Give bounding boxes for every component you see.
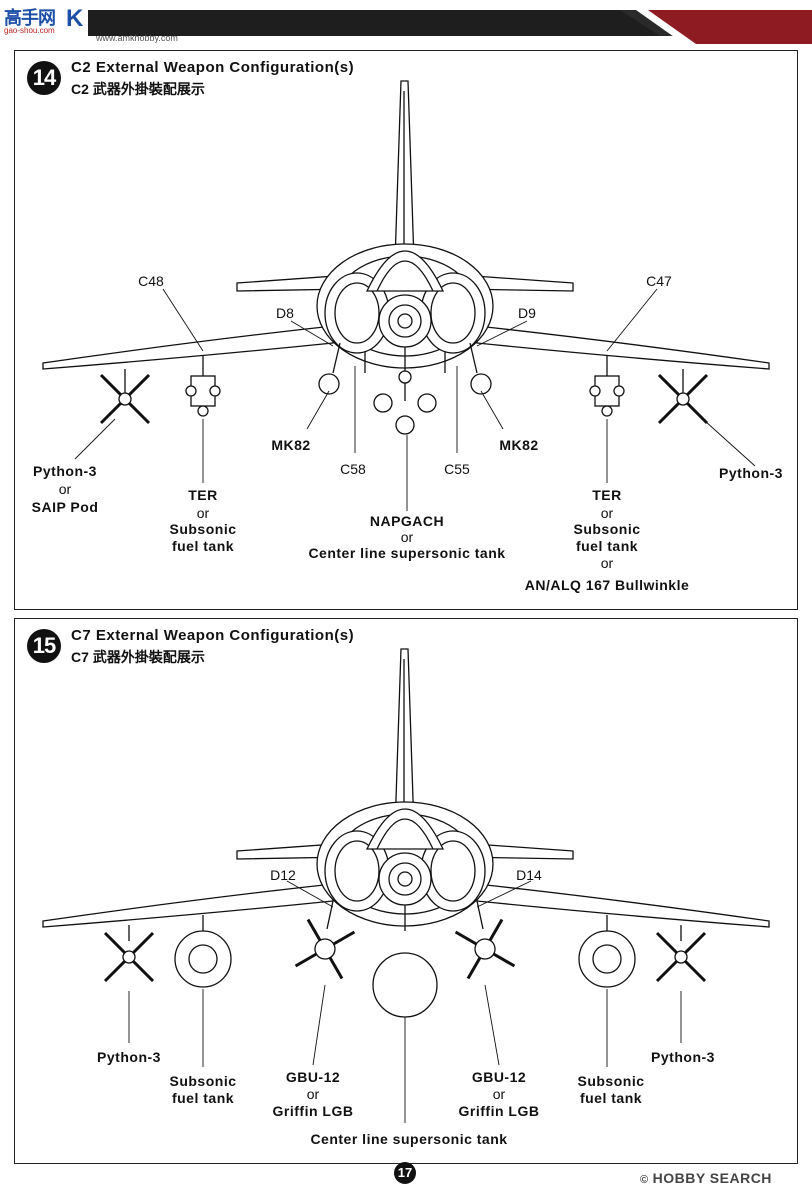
label-or-right-15: or	[492, 1086, 506, 1102]
label-subsonic-left-15-1: Subsonic	[169, 1073, 237, 1089]
label-python-left: Python-3	[33, 463, 97, 479]
step-14-title-cn-text: 武器外掛裝配展示	[92, 81, 205, 97]
watermark-mark: ©	[640, 1174, 649, 1186]
logo-url: gao-shou.com	[4, 26, 55, 35]
site-logo: 高手网 gao-shou.com K	[4, 4, 94, 38]
label-c48: C48	[138, 273, 164, 289]
step-14-title: C2 External Weapon Configuration(s)	[71, 59, 355, 76]
label-or-1: or	[58, 481, 72, 497]
label-python-right-15: Python-3	[651, 1049, 715, 1065]
label-d14: D14	[516, 867, 542, 883]
label-griffin-right: Griffin LGB	[458, 1103, 540, 1119]
page-number: 17	[394, 1162, 416, 1184]
jet-front-view-c2	[42, 80, 770, 511]
step-14-panel: 14 C2 External Weapon Configuration(s) C…	[14, 50, 798, 610]
header-accent-stripes	[620, 10, 812, 44]
label-an-alq-167: AN/ALQ 167 Bullwinkle	[524, 577, 690, 593]
label-gbu12-right: GBU-12	[471, 1069, 527, 1085]
step-14-title-cn-prefix: C2	[71, 81, 89, 97]
watermark: ©HOBBY SEARCH	[640, 1170, 772, 1186]
jet-front-view-c7	[42, 648, 770, 1123]
logo-k: K	[66, 5, 84, 32]
label-subsonic-left-1: Subsonic	[169, 521, 237, 537]
site-url: www.amkhobby.com	[96, 33, 178, 43]
label-subsonic-right-2: fuel tank	[575, 538, 639, 554]
step-15-title-cn-prefix: C7	[71, 649, 89, 665]
label-subsonic-right-15-1: Subsonic	[577, 1073, 645, 1089]
label-python-right: Python-3	[719, 465, 783, 481]
label-or-4: or	[600, 505, 614, 521]
page-header: 高手网 gao-shou.com K www.amkhobby.com	[0, 0, 812, 46]
label-or-left-15: or	[306, 1086, 320, 1102]
label-d8: D8	[276, 305, 294, 321]
logo-text-cn: 高手网	[4, 8, 56, 28]
label-centerline-tank-15: Center line supersonic tank	[310, 1131, 508, 1147]
step-14-badge: 14	[27, 61, 61, 95]
label-c55: C55	[444, 461, 470, 477]
label-python-left-15: Python-3	[97, 1049, 161, 1065]
label-d9: D9	[518, 305, 536, 321]
label-mk82-left: MK82	[271, 437, 311, 453]
label-or-2: or	[196, 505, 210, 521]
label-d12: D12	[270, 867, 296, 883]
label-or-5: or	[600, 555, 614, 571]
label-c58: C58	[340, 461, 366, 477]
label-griffin-left: Griffin LGB	[272, 1103, 354, 1119]
step-15-panel: 15 C7 External Weapon Configuration(s) C…	[14, 618, 798, 1164]
label-centerline-tank-14: Center line supersonic tank	[308, 545, 506, 561]
label-napgach: NAPGACH	[369, 513, 445, 529]
watermark-text: HOBBY SEARCH	[652, 1170, 772, 1186]
label-c47: C47	[646, 273, 672, 289]
label-mk82-right: MK82	[499, 437, 539, 453]
step-15-title-cn-text: 武器外掛裝配展示	[92, 649, 205, 665]
label-or-3: or	[400, 529, 414, 545]
label-subsonic-left-15-2: fuel tank	[171, 1090, 235, 1106]
step-15-title: C7 External Weapon Configuration(s)	[71, 627, 355, 644]
label-saip-pod: SAIP Pod	[31, 499, 99, 515]
label-subsonic-right-1: Subsonic	[573, 521, 641, 537]
step-15-badge: 15	[27, 629, 61, 663]
label-subsonic-left-2: fuel tank	[171, 538, 235, 554]
label-gbu12-left: GBU-12	[285, 1069, 341, 1085]
label-subsonic-right-15-2: fuel tank	[579, 1090, 643, 1106]
label-ter-right: TER	[592, 487, 622, 503]
label-ter-left: TER	[188, 487, 218, 503]
